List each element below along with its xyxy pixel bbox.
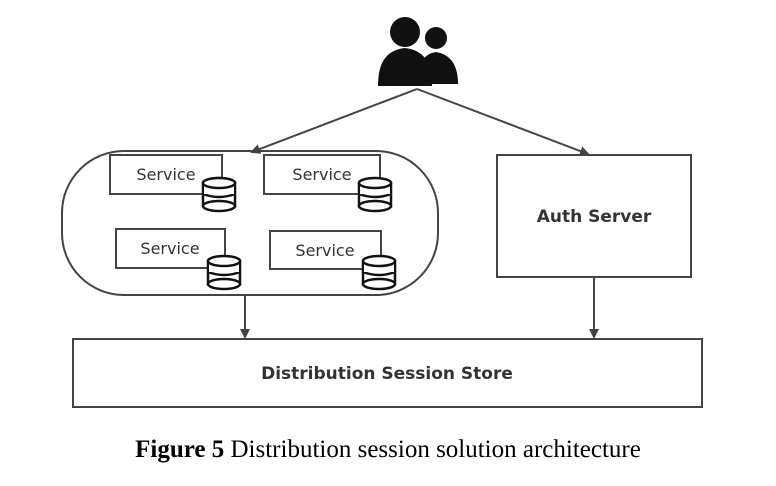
database-icon [357,176,393,213]
auth-server-label: Auth Server [537,207,652,227]
figure-number: Figure 5 [135,436,225,463]
session-store-label: Distribution Session Store [261,364,513,384]
service-label: Service [295,241,354,260]
service-label: Service [136,165,195,184]
arrow-users-to-cluster [250,88,418,154]
service-label: Service [292,165,351,184]
session-store-box: Distribution Session Store [72,338,703,408]
database-icon [201,176,237,213]
database-icon [206,254,242,291]
service-label: Service [140,239,199,258]
caption-text: Distribution session solution architectu… [230,436,641,463]
service-box: Service [269,230,382,270]
auth-server-box: Auth Server [496,154,692,278]
database-icon [361,254,397,291]
figure-caption: Figure 5 Distribution session solution a… [0,436,776,464]
service-cluster [61,150,439,296]
users-icon [378,17,458,86]
arrow-users-to-auth [416,88,590,156]
